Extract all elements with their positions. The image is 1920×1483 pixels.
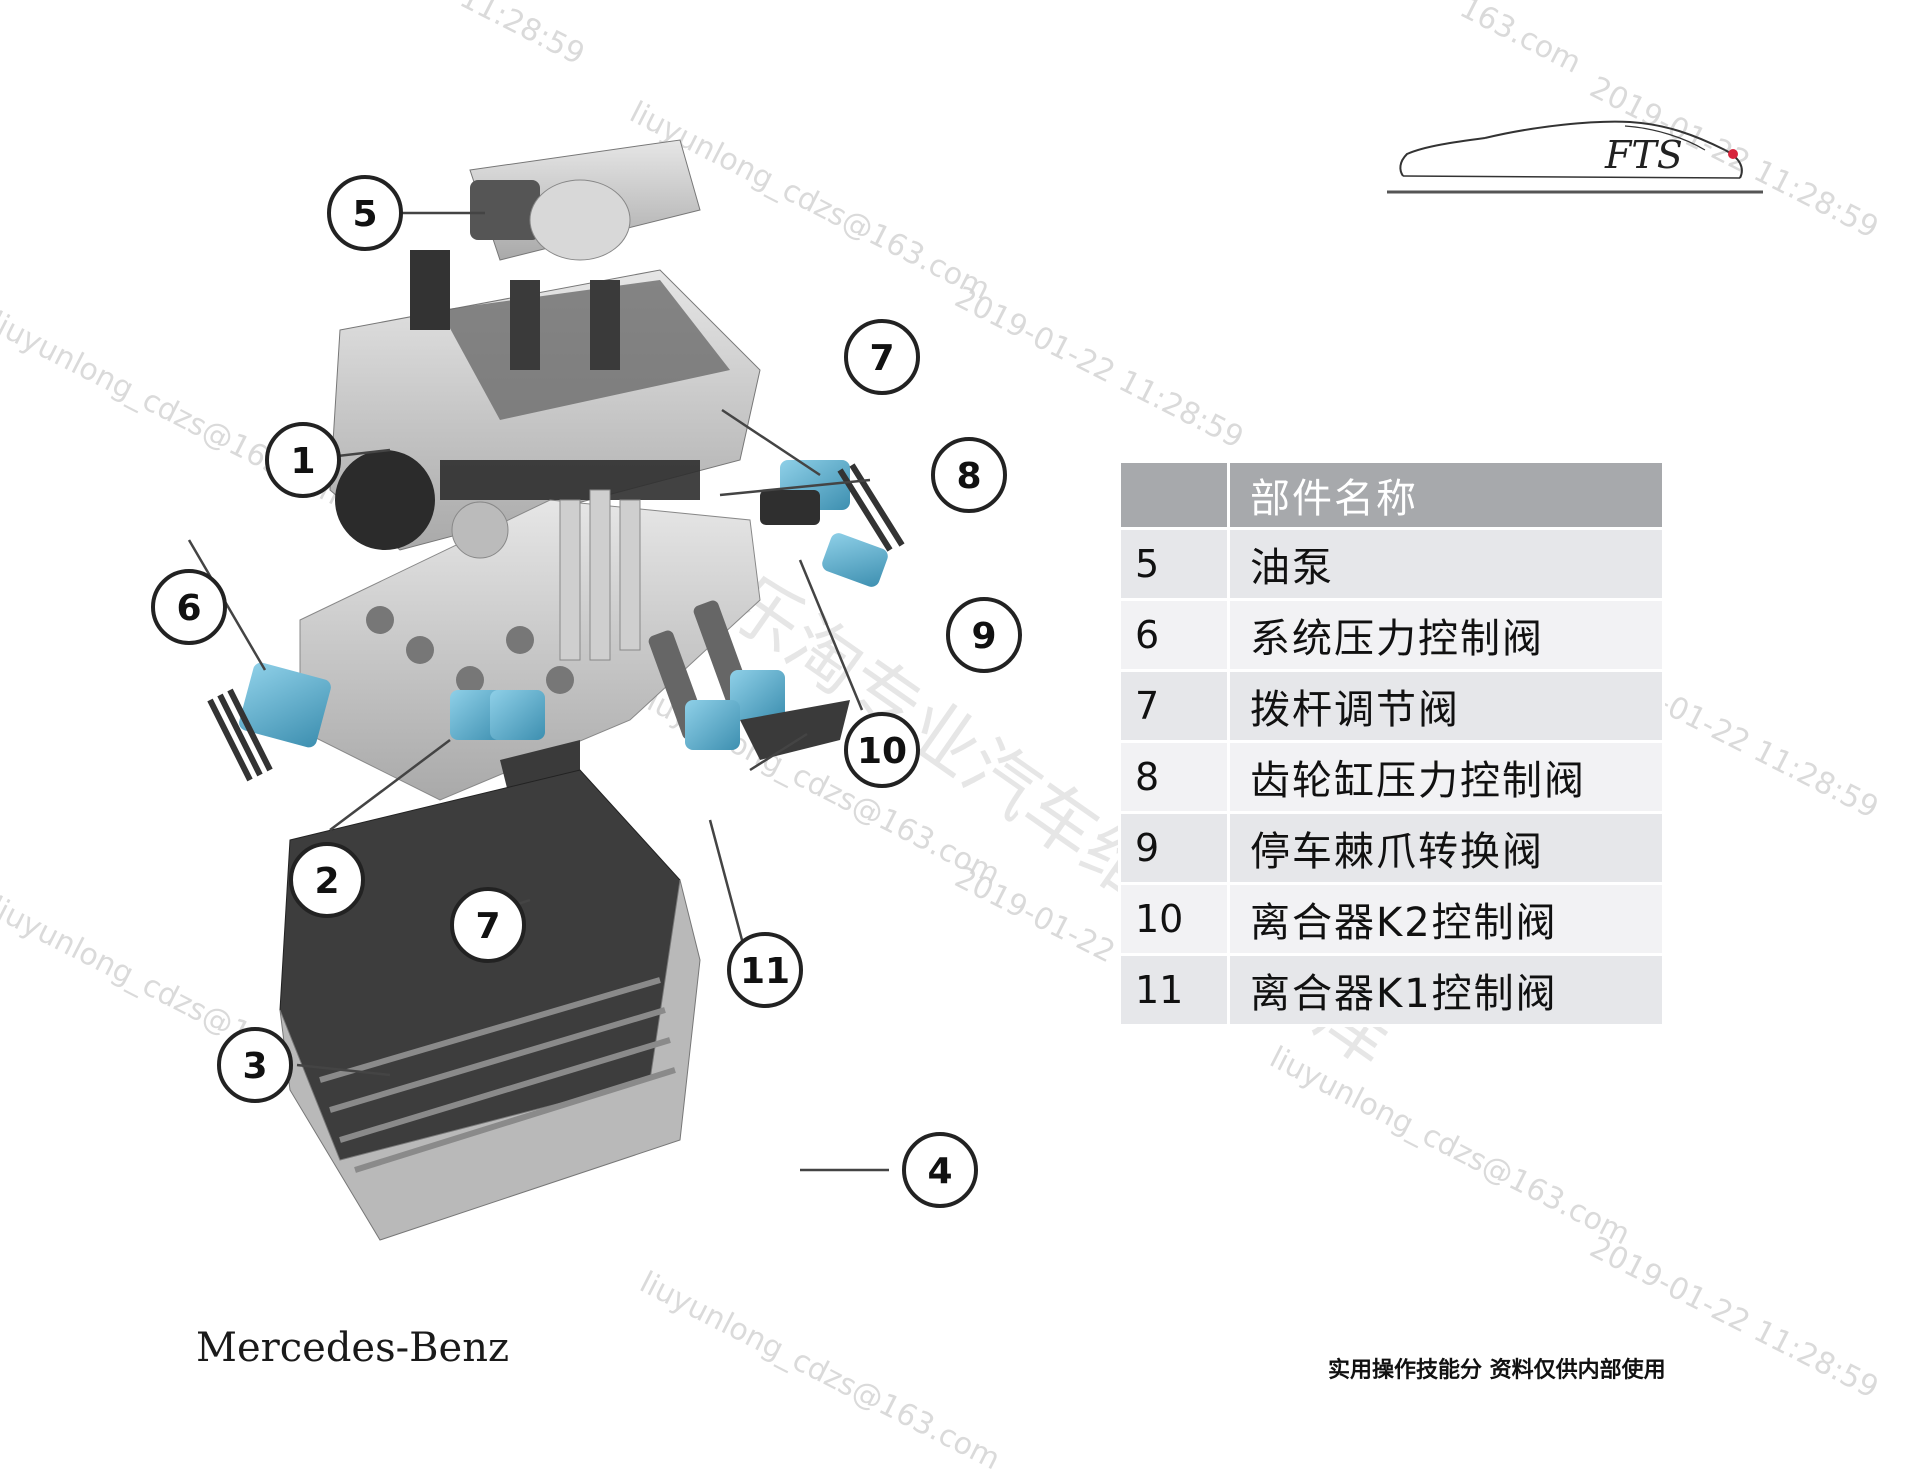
parts-table: 部件名称 5 油泵 6 系统压力控制阀 7 拨杆调节阀 8 齿轮缸压力控制阀 9… [1118,460,1665,1027]
table-cell-name: 离合器K1控制阀 [1227,953,1665,1027]
callout-2-label: 2 [314,861,339,902]
table-header-num [1118,460,1230,530]
callouts: 5 1 6 2 7 8 9 10 [151,175,1022,1208]
callout-7-lower-label: 7 [475,906,500,947]
table-cell-name: 齿轮缸压力控制阀 [1227,740,1665,814]
callout-4-label: 4 [927,1151,952,1192]
logo-text: FTS [1604,133,1683,177]
callout-6: 6 [151,569,227,645]
brand-text: Mercedes-Benz [196,1325,510,1371]
part-hydraulic-plate [279,879,701,1241]
part-valve-10 [693,600,785,720]
part-valve-body [299,489,761,801]
table-cell-name: 拨杆调节阀 [1227,669,1665,743]
part-valve-11 [648,630,850,760]
callout-3-label: 3 [242,1046,267,1087]
table-cell-name: 油泵 [1227,527,1665,601]
callout-4: 4 [902,1132,978,1208]
footer-note: 实用操作技能分 资料仅供内部使用 [1328,1358,1666,1383]
table-row: 6 系统压力控制阀 [1118,598,1665,672]
callout-7: 7 [844,319,920,395]
table-header-row: 部件名称 [1118,460,1665,530]
callout-11: 11 [727,932,803,1008]
table-cell-num: 6 [1118,598,1230,672]
table-cell-name: 系统压力控制阀 [1227,598,1665,672]
callout-8-label: 8 [956,456,981,497]
part-valve-9 [822,533,888,587]
watermark-email: 163.com [1454,0,1587,81]
watermark-datetime: 11:28:59 [454,0,591,73]
part-control-unit [329,250,761,551]
table-header-name: 部件名称 [1227,460,1665,530]
callout-3: 3 [217,1027,293,1103]
part-valve-6 [207,662,331,782]
callout-1-label: 1 [290,441,315,482]
watermark-email: liuyunlong_cdzs@163.com [1264,1040,1636,1253]
table-row: 9 停车棘爪转换阀 [1118,811,1665,885]
table-cell-num: 7 [1118,669,1230,743]
table-row: 7 拨杆调节阀 [1118,669,1665,743]
callout-9-label: 9 [971,616,996,657]
table-cell-name: 离合器K2控制阀 [1227,882,1665,956]
callout-5-label: 5 [352,194,377,235]
callout-1: 1 [265,422,341,498]
table-cell-num: 8 [1118,740,1230,814]
table-cell-name: 停车棘爪转换阀 [1227,811,1665,885]
callout-6-label: 6 [176,588,201,629]
callout-9: 9 [946,597,1022,673]
callout-8: 8 [931,437,1007,513]
table-row: 8 齿轮缸压力控制阀 [1118,740,1665,814]
callout-7-label: 7 [869,338,894,379]
table-row: 5 油泵 [1118,527,1665,601]
table-cell-num: 9 [1118,811,1230,885]
callout-10: 10 [844,712,920,788]
callout-5: 5 [327,175,403,251]
exploded-diagram: 5 1 6 2 7 8 9 10 [151,139,1022,1241]
part-oil-pump [469,139,701,261]
callout-7-lower: 7 [450,887,526,963]
part-valve-7-top [760,460,850,525]
table-cell-num: 5 [1118,527,1230,601]
table-row: 10 离合器K2控制阀 [1118,882,1665,956]
table-cell-num: 10 [1118,882,1230,956]
callout-10-label: 10 [857,731,907,772]
callout-11-label: 11 [740,951,790,992]
table-row: 11 离合器K1控制阀 [1118,953,1665,1027]
table-cell-num: 11 [1118,953,1230,1027]
callout-2: 2 [289,842,365,918]
fts-logo: FTS [1387,120,1763,194]
